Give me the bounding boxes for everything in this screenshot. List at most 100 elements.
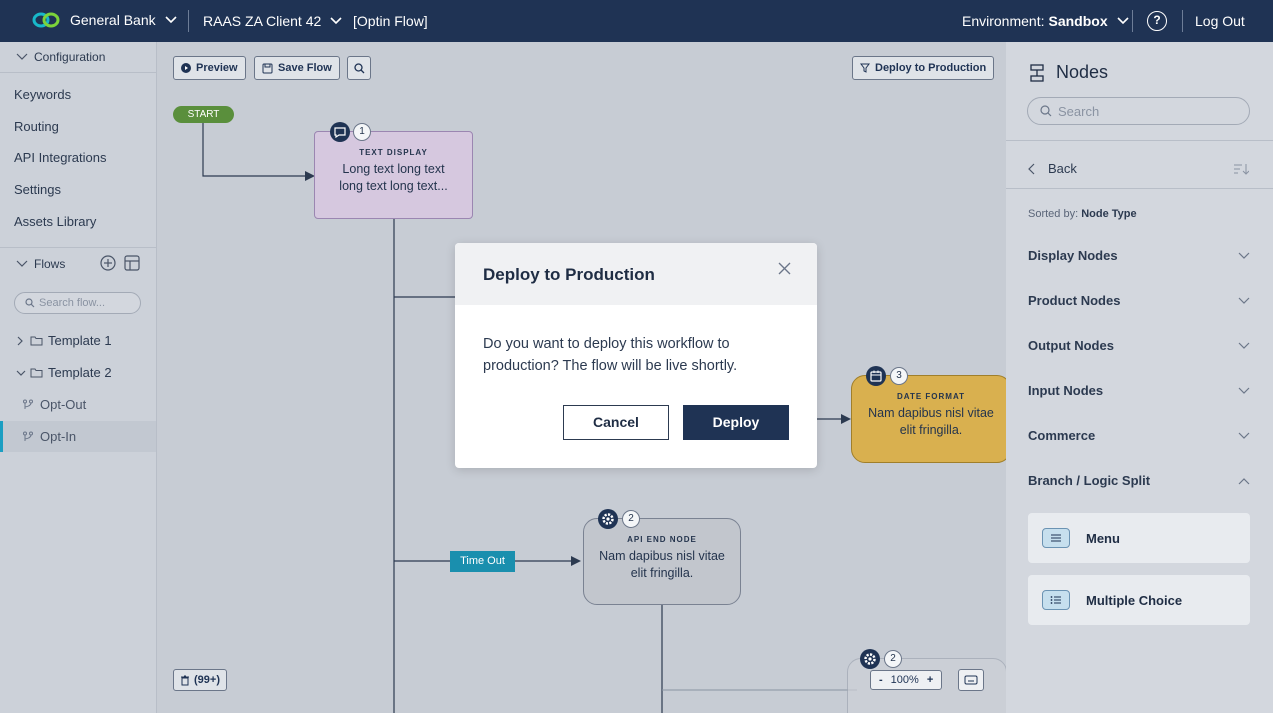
bank-name: General Bank bbox=[70, 12, 156, 28]
save-label: Save Flow bbox=[278, 62, 332, 74]
search-icon bbox=[25, 298, 35, 308]
node-number: 2 bbox=[622, 510, 640, 528]
zoom-in-button[interactable]: + bbox=[926, 674, 934, 686]
environment-switcher[interactable]: Environment: Sandbox bbox=[962, 13, 1130, 29]
date-format-node[interactable]: DATE FORMAT Nam dapibus nisl vitae elit … bbox=[851, 375, 1006, 463]
category-label: Commerce bbox=[1028, 428, 1096, 443]
tree-item-label: Template 1 bbox=[48, 333, 112, 348]
chevron-left-icon bbox=[1028, 163, 1035, 174]
chevron-down-icon bbox=[16, 260, 28, 267]
close-icon[interactable] bbox=[778, 262, 791, 275]
deploy-button[interactable]: Deploy bbox=[683, 405, 789, 440]
preview-button[interactable]: Preview bbox=[173, 56, 246, 80]
connector-lines bbox=[202, 123, 857, 713]
api-end-node[interactable]: API END NODE Nam dapibus nisl vitae elit… bbox=[583, 518, 741, 605]
sidebar-item-assets-library[interactable]: Assets Library bbox=[14, 214, 97, 229]
category-display-nodes[interactable]: Display Nodes bbox=[1028, 248, 1250, 263]
branch-icon bbox=[23, 431, 33, 441]
node-search-input[interactable]: Search bbox=[1027, 97, 1250, 125]
client-switcher[interactable]: RAAS ZA Client 42 bbox=[203, 13, 343, 29]
deploy-label: Deploy to Production bbox=[875, 62, 987, 74]
logout-link[interactable]: Log Out bbox=[1195, 13, 1245, 29]
modal-title: Deploy to Production bbox=[483, 265, 655, 284]
timeout-label[interactable]: Time Out bbox=[450, 551, 515, 572]
bank-logo-icon bbox=[32, 12, 60, 28]
chevron-down-icon bbox=[1238, 387, 1250, 394]
filter-icon bbox=[860, 63, 870, 73]
sidebar-item-keywords[interactable]: Keywords bbox=[14, 87, 72, 102]
divider bbox=[0, 72, 156, 73]
flow-search-placeholder: Search flow... bbox=[39, 297, 106, 309]
sidebar-item-api-integrations[interactable]: API Integrations bbox=[14, 150, 107, 165]
node-text: long text long text... bbox=[339, 179, 448, 193]
zoom-out-button[interactable]: - bbox=[879, 674, 883, 686]
tree-item-template-2[interactable]: Template 2 bbox=[16, 365, 112, 380]
zoom-control: - 100% + bbox=[870, 670, 943, 690]
sort-icon[interactable] bbox=[1233, 163, 1249, 175]
help-icon[interactable]: ? bbox=[1147, 11, 1167, 31]
category-branch-logic-split[interactable]: Branch / Logic Split bbox=[1028, 473, 1250, 488]
sidebar-item-settings[interactable]: Settings bbox=[14, 182, 61, 197]
tree-item-template-1[interactable]: Template 1 bbox=[16, 333, 112, 348]
list-icon bbox=[1042, 590, 1070, 610]
preview-label: Preview bbox=[196, 62, 238, 74]
category-commerce[interactable]: Commerce bbox=[1028, 428, 1250, 443]
chevron-down-icon bbox=[1238, 342, 1250, 349]
tree-item-label: Template 2 bbox=[48, 365, 112, 380]
node-number: 2 bbox=[884, 650, 902, 668]
panel-title: Nodes bbox=[1028, 62, 1108, 83]
canvas-search-button[interactable] bbox=[347, 56, 371, 80]
category-product-nodes[interactable]: Product Nodes bbox=[1028, 293, 1250, 308]
search-placeholder: Search bbox=[1058, 103, 1100, 119]
category-label: Product Nodes bbox=[1028, 293, 1121, 308]
category-label: Input Nodes bbox=[1028, 383, 1104, 398]
trash-button[interactable]: (99+) bbox=[173, 669, 227, 691]
divider bbox=[1006, 140, 1273, 141]
add-flow-icon[interactable] bbox=[100, 255, 116, 271]
flow-search-input[interactable]: Search flow... bbox=[14, 292, 141, 314]
category-output-nodes[interactable]: Output Nodes bbox=[1028, 338, 1250, 353]
chevron-down-icon bbox=[165, 16, 177, 24]
bank-switcher[interactable]: General Bank bbox=[32, 10, 178, 30]
chevron-down-icon bbox=[16, 53, 28, 60]
node-type: DATE FORMAT bbox=[896, 392, 966, 401]
node-card-menu[interactable]: Menu bbox=[1028, 513, 1250, 563]
node-text: Nam dapibus nisl vitae bbox=[599, 549, 725, 563]
zoom-level: 100% bbox=[890, 674, 919, 686]
sidebar-item-routing[interactable]: Routing bbox=[14, 119, 59, 134]
play-icon bbox=[181, 63, 191, 73]
cancel-button[interactable]: Cancel bbox=[563, 405, 669, 440]
divider bbox=[1006, 188, 1273, 189]
card-label: Menu bbox=[1086, 530, 1120, 546]
configuration-label: Configuration bbox=[34, 50, 106, 64]
category-label: Branch / Logic Split bbox=[1028, 473, 1151, 488]
node-text: Nam dapibus nisl vitae bbox=[868, 406, 994, 420]
env-label: Environment: bbox=[962, 13, 1045, 29]
start-node[interactable]: START bbox=[173, 106, 234, 123]
category-label: Output Nodes bbox=[1028, 338, 1114, 353]
gear-icon bbox=[860, 649, 880, 669]
nodes-icon bbox=[1030, 63, 1044, 82]
configuration-toggle[interactable]: Configuration bbox=[16, 50, 105, 64]
save-flow-button[interactable]: Save Flow bbox=[254, 56, 340, 80]
chevron-down-icon bbox=[1238, 297, 1250, 304]
active-indicator bbox=[0, 421, 156, 452]
back-button[interactable]: Back bbox=[1028, 161, 1077, 176]
node-number: 1 bbox=[353, 123, 371, 141]
current-flow-name: [Optin Flow] bbox=[353, 13, 428, 29]
deploy-to-production-button[interactable]: Deploy to Production bbox=[852, 56, 995, 80]
tree-item-opt-in[interactable]: Opt-In bbox=[22, 429, 76, 444]
folder-icon bbox=[30, 336, 43, 346]
node-card-multiple-choice[interactable]: Multiple Choice bbox=[1028, 575, 1250, 625]
layout-icon[interactable] bbox=[124, 255, 140, 271]
menu-icon bbox=[1042, 528, 1070, 548]
chevron-up-icon bbox=[1238, 477, 1250, 484]
category-input-nodes[interactable]: Input Nodes bbox=[1028, 383, 1250, 398]
text-display-node[interactable]: TEXT DISPLAY Long text long text long te… bbox=[314, 131, 473, 219]
flows-toggle[interactable]: Flows bbox=[16, 257, 65, 271]
chevron-down-icon bbox=[330, 17, 342, 25]
tree-item-opt-out[interactable]: Opt-Out bbox=[22, 397, 86, 412]
panel-title-text: Nodes bbox=[1056, 62, 1109, 82]
keyboard-icon[interactable] bbox=[958, 669, 984, 691]
chevron-down-icon bbox=[1117, 17, 1129, 25]
